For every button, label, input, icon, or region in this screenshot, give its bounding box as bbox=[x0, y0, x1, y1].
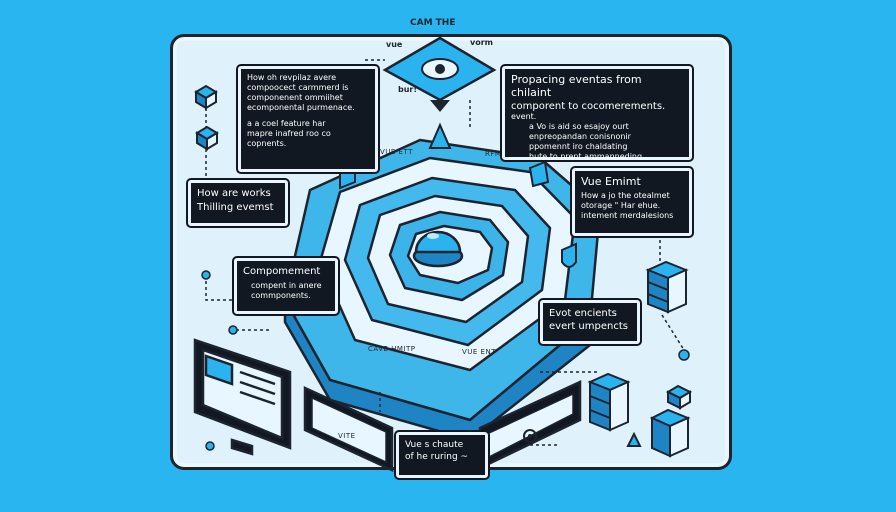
box-component: Compomement compent in anere commponents… bbox=[234, 258, 338, 314]
label-vue-ent: VUE ENT bbox=[462, 348, 496, 356]
box-vue-emit: Vue Emimt How a jo the otealmet otorage … bbox=[572, 168, 692, 236]
label-vite: VITE bbox=[338, 432, 356, 440]
box-event: Evot encients evert umpencts bbox=[540, 300, 640, 344]
tag-vorm: vorm bbox=[470, 38, 493, 47]
label-vue-ett: VUE ETT bbox=[380, 148, 413, 156]
box-top-left: How oh revpilaz avere compoocect carmmer… bbox=[238, 66, 378, 172]
tag-bur: bur! bbox=[398, 85, 417, 94]
label-rfm: RFM bbox=[485, 150, 501, 158]
box-how-works: How are works Thilling evemst bbox=[188, 180, 288, 226]
tag-vue: vue bbox=[386, 40, 402, 49]
box-top-right: Propacing eventas from chilaint comporen… bbox=[502, 66, 692, 160]
box-bottom: Vue s chaute of he ruring ~ bbox=[396, 432, 488, 478]
label-cave-hmitp: CAVE HMITP bbox=[368, 345, 416, 353]
